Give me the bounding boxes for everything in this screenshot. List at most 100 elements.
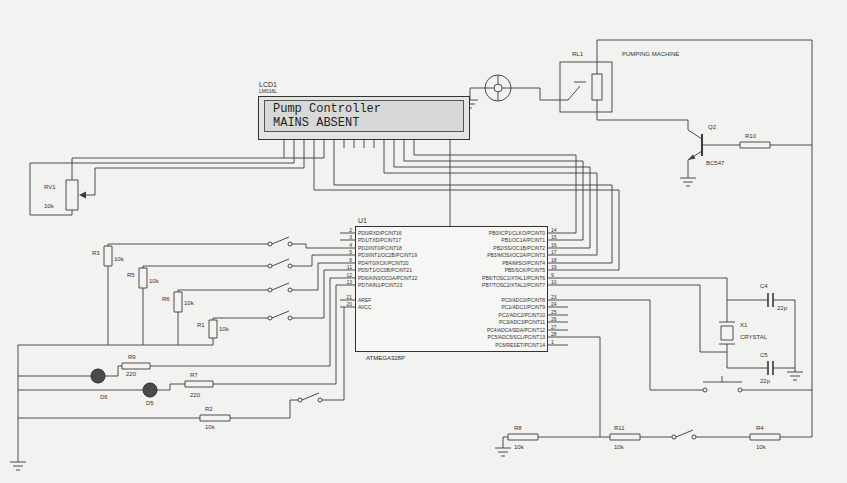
component-label: 22p: [777, 305, 787, 312]
part-label: LCD1: [259, 81, 277, 89]
component-label: D5: [146, 400, 154, 407]
part-label: U1: [358, 217, 367, 225]
component-label: R3: [92, 250, 100, 257]
wire: [292, 244, 340, 318]
lcd-pins: [284, 140, 414, 148]
wire: [503, 40, 812, 448]
component-label: RL1: [572, 51, 583, 58]
capacitor-symbol: [768, 293, 773, 375]
component-label: R9: [128, 354, 136, 361]
component-label: D6: [100, 394, 108, 401]
pin-number: 12: [346, 272, 352, 278]
pin-name: PB5/SCK/PCINT5: [505, 267, 545, 273]
pin-name: PC6/RESET/PCINT14: [495, 342, 545, 348]
component-label: 10k: [514, 444, 524, 451]
pin-name: PD3/INT1/OC2B/PCINT19: [358, 252, 417, 258]
component-label: X1: [740, 322, 747, 329]
pin-number: 1: [551, 339, 554, 345]
pin-name: AVCC: [358, 304, 372, 310]
component-label: 22p: [760, 378, 770, 385]
component-label: C4: [760, 283, 768, 290]
component-label: 10k: [614, 444, 624, 451]
component-label: R6: [162, 296, 170, 303]
component-label: CRYSTAL: [740, 334, 767, 341]
pin-name: PC2/ADC2/PCINT10: [499, 312, 545, 318]
component-label: R8: [514, 425, 522, 432]
pin-name: PD0/RXD/PCINT16: [358, 230, 402, 236]
component-label: R10: [745, 133, 756, 140]
led-symbol: [91, 369, 105, 383]
component-label: C5: [760, 352, 768, 359]
pin-number: 11: [347, 264, 352, 270]
motor-symbol: [485, 75, 511, 101]
pin-name: PD5/T1/OC0B/PCINT21: [358, 267, 412, 273]
crystal-symbol: [719, 322, 735, 344]
ground-symbol: [10, 100, 803, 470]
component-label: PUMPING MACHINE: [622, 51, 679, 58]
relay-coil: [592, 74, 602, 100]
pin-name: PC1/ADC1/PCINT9: [501, 304, 545, 310]
component-label: 10k: [205, 424, 215, 431]
component-label: BC547: [706, 160, 724, 167]
wire: [470, 40, 812, 178]
pin-number: 10: [551, 279, 557, 285]
part-value: ATMEGA328P: [366, 355, 405, 362]
pin-number: 5: [349, 249, 352, 255]
pin-name: PB0/ICP1/CLKO/PCINT0: [489, 230, 545, 236]
pin-number: 27: [551, 324, 557, 330]
pin-name: PC0/ADC0/PCINT8: [501, 297, 545, 303]
pin-number: 3: [349, 234, 352, 240]
pin-name: PC3/ADC3/PCINT11: [499, 319, 545, 325]
pin-number: 18: [551, 257, 557, 263]
transistor-symbol: [701, 134, 703, 156]
pin-name: PD6/AIN0/OC0A/PCINT22: [358, 275, 417, 281]
pin-number: 17: [551, 249, 557, 255]
lcd-text: MAINS ABSENT: [273, 117, 359, 131]
pin-name: PC4/ADC4/SDA/PCINT12: [487, 327, 545, 333]
pin-number: 4: [349, 242, 352, 248]
motor-symbol: [494, 84, 502, 92]
pin-name: PB6/TOSC1/XTAL1/PCINT6: [482, 275, 545, 281]
lcd-text: Pump Controller: [273, 103, 381, 117]
component-label: 10k: [756, 444, 766, 451]
component-label: R11: [614, 425, 625, 432]
transistor-arrow: [688, 155, 696, 161]
relay-contact: [568, 82, 586, 100]
pin-name: PC5/ADC5/SCL/PCINT13: [487, 334, 545, 340]
component-label: R1: [197, 322, 205, 329]
pin-number: 24: [551, 301, 557, 307]
pin-number: 13: [346, 279, 352, 285]
pin-name: PD2/INT0/PCINT18: [358, 245, 402, 251]
pin-name: PD7/AIN1/PCINT23: [358, 282, 402, 288]
relay-symbol: [560, 62, 612, 112]
resistor-symbol: [66, 142, 780, 440]
pin-name: PD4/T0/XCK/PCINT20: [358, 260, 409, 266]
pin-name: PB7/TOSC2/XTAL2/PCINT7: [482, 282, 545, 288]
wire: [18, 278, 344, 418]
led-symbol: [143, 383, 157, 397]
switch-symbol: [272, 237, 742, 437]
component-label: RV1: [44, 184, 56, 191]
component-label: 220: [190, 392, 200, 399]
pin-number: 28: [551, 331, 557, 337]
part-value: LM016L: [259, 89, 277, 95]
component-label: 10k: [44, 203, 54, 210]
pin-name: PB3/MOSI/OC2A/PCINT3: [487, 252, 545, 258]
pin-name: PD1/TXD/PCINT17: [358, 237, 401, 243]
component-label: R4: [756, 425, 764, 432]
pin-number: 25: [551, 309, 557, 315]
transistor-symbol: [688, 130, 702, 160]
pin-number: 2: [349, 227, 352, 233]
pin-number: 19: [551, 264, 557, 270]
pin-number: 6: [349, 257, 352, 263]
component-label: 220: [126, 371, 136, 378]
pin-name: PB4/MISO/PCINT4: [502, 260, 545, 266]
pin-number: 16: [551, 242, 557, 248]
bus-wire: [450, 140, 451, 226]
pin-name: AREF: [358, 297, 371, 303]
component-label: R5: [127, 272, 135, 279]
lcd-module: LCD1LM016LPump ControllerMAINS ABSENT: [258, 96, 470, 140]
microcontroller: U1ATMEGA328P: [355, 226, 548, 352]
pot-wiper-arrow: [79, 192, 86, 199]
component-label: R2: [205, 406, 213, 413]
